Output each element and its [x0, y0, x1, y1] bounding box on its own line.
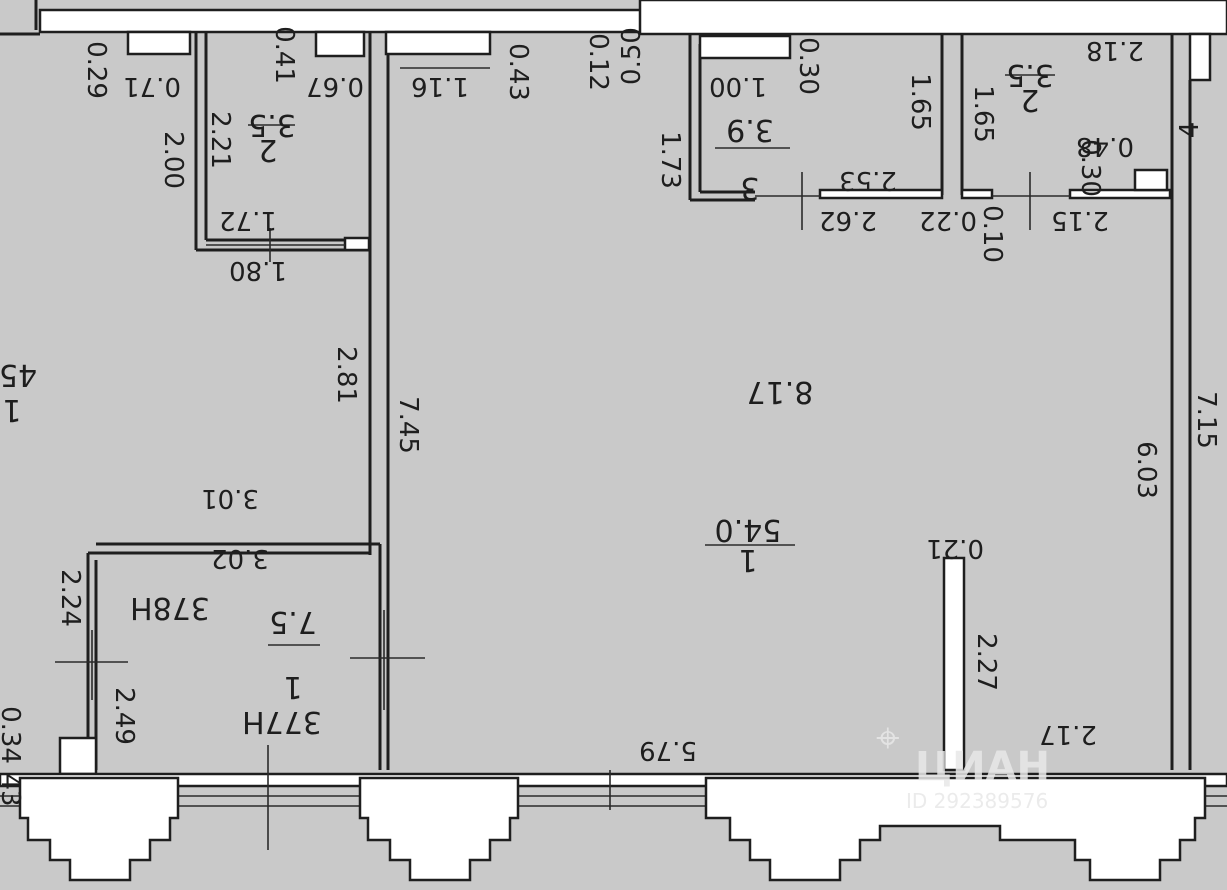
room-labels: 1 54.0 1 7.5 3 3.9 2 3.5 2 3.5 1 45 378Н… — [0, 57, 1055, 739]
room-number-balcony: 1 — [283, 669, 302, 704]
right-bath-jamb-right — [1068, 188, 1172, 200]
pier-1 — [18, 776, 180, 882]
dim-249: 2.49 — [109, 687, 139, 745]
dim-302: 3.02 — [211, 543, 269, 573]
dim-817: 8.17 — [747, 374, 814, 409]
top-wall — [38, 8, 662, 34]
room-area-balcony: 7.5 — [269, 604, 317, 639]
room-number-kitchen: 1 — [738, 542, 757, 577]
room-area-left: 45 — [0, 357, 37, 392]
dim-217: 2.17 — [1039, 719, 1097, 749]
dim-165a: 1.65 — [905, 73, 935, 131]
room-area-left-bath: 3.5 — [248, 107, 296, 142]
dim-218: 2.18 — [1086, 35, 1144, 65]
niche-2 — [314, 30, 366, 58]
niche-3 — [384, 30, 492, 56]
top-wall-right — [638, 0, 1227, 36]
room-area-kitchen: 54.0 — [715, 512, 782, 547]
dim-010: 0.10 — [977, 205, 1007, 263]
watermark-id: ID 292389576 — [906, 789, 1048, 813]
dim-172: 1.72 — [219, 205, 277, 235]
dim-029: 0.29 — [81, 41, 111, 99]
pier-2 — [358, 776, 520, 882]
room-number-left-bath: 2 — [258, 132, 277, 167]
dim-100: 1.00 — [709, 71, 767, 101]
dim-067: 0.67 — [306, 71, 364, 101]
dim-224: 2.24 — [55, 569, 85, 627]
dim-048: 0.48 — [1076, 131, 1134, 161]
left-bath-jamb — [343, 236, 371, 252]
dim-4: 4 — [1175, 122, 1205, 139]
dim-745: 7.45 — [393, 396, 423, 454]
dim-253: 2.53 — [839, 165, 897, 195]
dim-262: 2.62 — [819, 205, 877, 235]
watermark-logo-icon: ⌖ — [876, 713, 900, 762]
dim-301: 3.01 — [201, 483, 259, 513]
watermark-brand: ЦИАН — [915, 744, 1050, 790]
dim-022: 0.22 — [919, 205, 977, 235]
right-bath-jamb-left — [960, 188, 994, 200]
dim-116: 1.16 — [411, 71, 469, 101]
dim-034: 0.34 — [0, 706, 25, 764]
niche-1 — [126, 30, 192, 56]
dim-180: 1.80 — [229, 255, 287, 285]
room-number-right-bath: 2 — [1020, 82, 1039, 117]
dim-021: 0.21 — [926, 533, 984, 563]
dim-030b: 0.30 — [1075, 139, 1105, 197]
openings — [55, 172, 1070, 850]
dim-579: 5.79 — [639, 735, 697, 765]
room-area-mid-bath: 3.9 — [726, 112, 774, 147]
dim-603: 6.03 — [1131, 441, 1161, 499]
dim-43: 43 — [0, 773, 25, 806]
mark-377: 377Н — [242, 704, 322, 739]
dim-173: 1.73 — [655, 131, 685, 189]
mark-378: 378Н — [130, 590, 210, 625]
pier-3 — [704, 776, 1207, 882]
watermark: ⌖ ЦИАН ID 292389576 — [876, 713, 1050, 813]
dimension-labels: 0.71 0.67 1.16 1.00 2.18 2.53 0.48 1.72 … — [0, 26, 1221, 806]
dim-043: 0.43 — [503, 43, 533, 101]
mid-bath-niche — [698, 34, 792, 60]
right-corner-box — [1188, 32, 1212, 82]
dim-281: 2.81 — [331, 346, 361, 404]
dim-165b: 1.65 — [968, 85, 998, 143]
dim-071: 0.71 — [123, 71, 181, 101]
dim-030a: 0.30 — [793, 37, 823, 95]
dim-715: 7.15 — [1191, 391, 1221, 449]
dim-221: 2.21 — [205, 111, 235, 169]
dim-227: 2.27 — [971, 633, 1001, 691]
mid-bath-jamb — [818, 188, 944, 200]
right-bath-box — [1133, 168, 1169, 192]
dim-050: 0.50 — [617, 27, 647, 85]
kitchen-partition — [942, 556, 966, 772]
room-area-right-bath: 3.5 — [1006, 57, 1054, 92]
dim-200: 2.00 — [158, 131, 188, 189]
dim-041: 0.41 — [269, 26, 299, 84]
dim-215: 2.15 — [1051, 205, 1109, 235]
room-number-left: 1 — [2, 392, 21, 427]
dim-012: 0.12 — [583, 33, 613, 91]
balcony-jamb — [58, 736, 98, 776]
room-number-mid-bath: 3 — [740, 170, 759, 205]
